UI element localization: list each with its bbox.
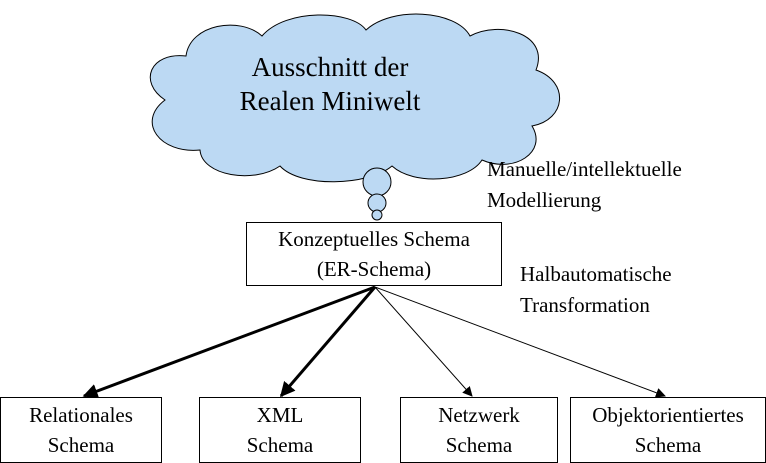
network-schema-line2: Schema — [445, 433, 513, 457]
arrow-to-network — [374, 286, 473, 397]
object-oriented-schema-box: Objektorientiertes Schema — [570, 397, 766, 463]
modelling-note-line2: Modellierung — [487, 188, 602, 212]
network-schema-line1: Netzwerk — [438, 403, 520, 427]
relational-schema-line1: Relationales — [29, 403, 133, 427]
cloud-label-line2: Realen Miniwelt — [239, 86, 421, 116]
thought-bubble-large — [362, 167, 392, 197]
arrow-to-relational — [82, 285, 376, 399]
transformation-note-line2: Transformation — [520, 293, 650, 317]
arrow-to-object — [374, 286, 666, 398]
transformation-note: Halbautomatische Transformation — [520, 259, 672, 321]
relational-schema-box: Relationales Schema — [0, 397, 162, 463]
modelling-note: Manuelle/intellektuelle Modellierung — [487, 154, 682, 216]
conceptual-schema-box: Konzeptuelles Schema (ER-Schema) — [246, 222, 502, 286]
xml-schema-line2: Schema — [246, 433, 314, 457]
arrow-to-xml — [279, 286, 377, 398]
xml-schema-line1: XML — [256, 403, 304, 427]
conceptual-schema-line1: Konzeptuelles Schema — [278, 227, 470, 251]
cloud-label-line1: Ausschnitt der — [251, 52, 409, 82]
thought-bubble-medium — [367, 193, 387, 213]
network-schema-box: Netzwerk Schema — [400, 397, 558, 463]
transformation-note-line1: Halbautomatische — [520, 262, 672, 286]
object-oriented-schema-line2: Schema — [634, 433, 702, 457]
xml-schema-box: XML Schema — [199, 397, 361, 463]
cloud-shape — [149, 13, 561, 183]
thought-bubble-small — [371, 209, 383, 221]
cloud-label: Ausschnitt der Realen Miniwelt — [190, 50, 470, 118]
relational-schema-line2: Schema — [47, 433, 115, 457]
conceptual-schema-line2: (ER-Schema) — [316, 257, 432, 281]
modelling-note-line1: Manuelle/intellektuelle — [487, 157, 682, 181]
object-oriented-schema-line1: Objektorientiertes — [592, 403, 744, 427]
